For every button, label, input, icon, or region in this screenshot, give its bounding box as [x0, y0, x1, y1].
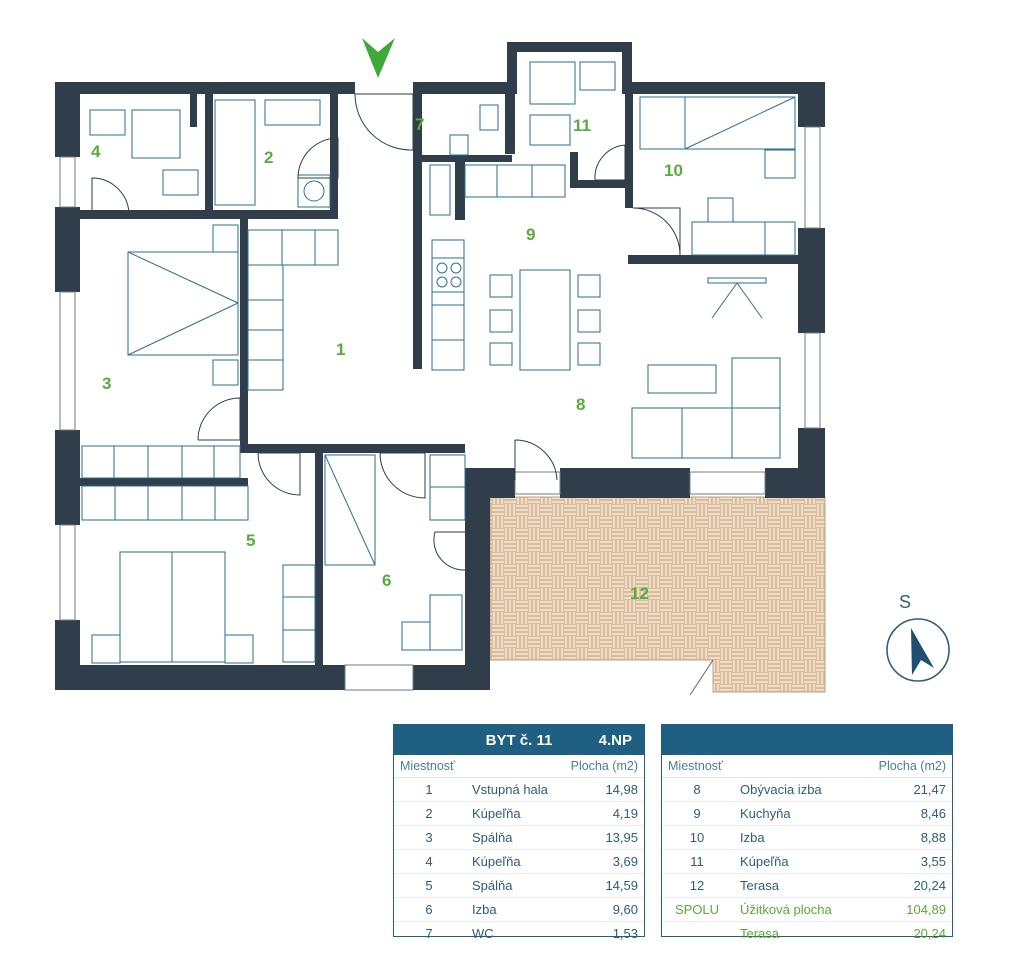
compass-needle-icon — [911, 628, 934, 675]
table-column-headers: Miestnosť Plocha (m2) — [662, 755, 952, 778]
table-header — [662, 725, 952, 755]
room-number: 12 — [630, 584, 649, 603]
col-room: Miestnosť — [400, 759, 455, 773]
apartment-title: BYT č. 11 — [485, 731, 553, 749]
entrance-arrow-icon — [362, 38, 395, 78]
floor-label: 4.NP — [598, 731, 632, 749]
col-area: Plocha (m2) — [878, 759, 946, 773]
room-number: 7 — [415, 115, 424, 134]
compass-label: S — [899, 592, 911, 612]
exterior-walls — [55, 42, 825, 690]
doors — [91, 93, 681, 571]
room-number: 8 — [576, 395, 585, 414]
room-number: 9 — [526, 225, 535, 244]
windows — [59, 126, 821, 691]
room-number: 4 — [91, 142, 101, 161]
compass-circle — [886, 618, 950, 682]
room-number: 3 — [102, 374, 111, 393]
interior-walls — [80, 94, 798, 665]
col-room: Miestnosť — [668, 759, 723, 773]
col-area: Plocha (m2) — [570, 759, 638, 773]
floor-plan: 1 2 3 4 5 6 7 8 9 10 11 12 S — [55, 38, 950, 696]
furniture — [81, 61, 796, 664]
compass: S — [886, 592, 950, 682]
room-number: 5 — [246, 531, 255, 550]
room-number: 10 — [664, 161, 683, 180]
room-number: 6 — [382, 571, 391, 590]
room-number: 2 — [264, 148, 273, 167]
room-number: 1 — [336, 340, 345, 359]
terrace-area — [489, 496, 826, 696]
room-labels: 1 2 3 4 5 6 7 8 9 10 11 12 — [91, 115, 683, 603]
table-column-headers: Miestnosť Plocha (m2) — [394, 755, 644, 778]
table-header: BYT č. 11 4.NP — [394, 725, 644, 755]
room-number: 11 — [573, 116, 591, 135]
